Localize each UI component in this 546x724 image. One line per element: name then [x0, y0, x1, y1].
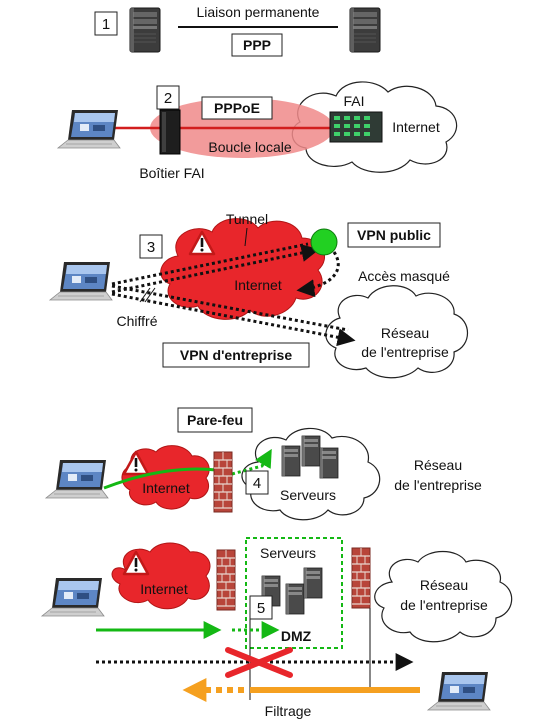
- corporate-network-label-line1: Réseau: [381, 325, 429, 341]
- server-icon: [281, 445, 301, 477]
- step-number-box: [249, 595, 273, 620]
- corporate-tunnel-upper: [111, 284, 349, 332]
- internet-cloud: [111, 542, 211, 610]
- server-tower-icon: [349, 7, 381, 53]
- dmz-zone: [245, 537, 343, 649]
- tunnel-pointer: [244, 227, 248, 247]
- firewall-title-box: [177, 407, 253, 433]
- public-vpn-box: [347, 222, 441, 248]
- corporate-vpn-box: [162, 342, 310, 368]
- corporate-tunnel-lower: [111, 292, 356, 347]
- server-icon: [301, 435, 321, 467]
- firewall-title: Pare-feu: [187, 412, 243, 428]
- encrypted-mark: [139, 287, 151, 303]
- laptop-icon: [49, 261, 113, 301]
- internet-label: Internet: [140, 581, 188, 597]
- vpn-node-icon: [310, 228, 338, 256]
- isp-box-icon: [159, 109, 181, 155]
- section-1: 1 Liaison permanente PPP: [94, 4, 381, 57]
- laptop-icon: [41, 577, 105, 617]
- step-number: 3: [147, 239, 155, 256]
- corporate-network-label-line1: Réseau: [420, 577, 468, 593]
- encrypted-mark: [144, 287, 156, 303]
- step-number-box: [156, 85, 180, 110]
- protocol-box: [201, 96, 273, 120]
- step-number: 4: [253, 475, 261, 492]
- server-tower-icon: [129, 7, 161, 53]
- dmz-servers-label: Serveurs: [260, 545, 316, 561]
- cross-mark-icon: [225, 647, 293, 678]
- protocol-label: PPPoE: [214, 100, 260, 116]
- step-number: 1: [102, 16, 110, 33]
- section-3: Internet 3 Tunnel VPN public Accès masqu…: [49, 211, 469, 379]
- isp-label: FAI: [343, 93, 364, 109]
- laptop-icon: [45, 459, 109, 499]
- laptop-icon: [427, 671, 491, 711]
- firewall-wall-icon: [351, 547, 371, 609]
- step-number: 2: [164, 90, 172, 107]
- local-loop-label: Boucle locale: [208, 139, 291, 155]
- masked-access-label: Accès masqué: [358, 268, 450, 284]
- servers-label: Serveurs: [280, 487, 336, 503]
- protocol-box: [231, 33, 283, 57]
- internet-cloud: [121, 445, 210, 510]
- access-arrow-dotted: [231, 448, 272, 476]
- server-icon: [285, 583, 305, 615]
- public-vpn-label: VPN public: [357, 227, 431, 243]
- isp-box-label: Boîtier FAI: [139, 165, 204, 181]
- encrypted-label: Chiffré: [117, 313, 158, 329]
- access-arrow: [103, 467, 217, 490]
- laptop-icon: [57, 109, 121, 149]
- step-number-box: [139, 234, 163, 259]
- firewall-wall-icon: [213, 451, 233, 513]
- step-number-box: [245, 470, 269, 495]
- servers-cloud: [241, 427, 381, 521]
- corporate-network-cloud: [325, 285, 469, 379]
- step-number-box: [94, 11, 118, 36]
- tunnel-label: Tunnel: [226, 211, 268, 227]
- corporate-network-cloud: [374, 550, 513, 643]
- corporate-network-label-line1: Réseau: [414, 457, 462, 473]
- filter-label: Filtrage: [265, 703, 312, 719]
- internet-label: Internet: [142, 480, 190, 496]
- tunnel-line-lower: [111, 244, 320, 294]
- section-4: Pare-feu Serveurs Internet 4 Réseau de l…: [45, 407, 482, 521]
- internet-label: Internet: [392, 119, 440, 135]
- rack-server-icon: [329, 111, 383, 143]
- internet-label: Internet: [234, 277, 282, 293]
- permanent-link-label: Liaison permanente: [197, 4, 320, 20]
- masked-access-arrow: [296, 251, 340, 298]
- section-5: Réseau de l'entreprise Internet Serveurs…: [41, 537, 513, 719]
- step-number: 5: [257, 600, 265, 617]
- corporate-network-label-line2: de l'entreprise: [361, 344, 449, 360]
- server-icon: [319, 447, 339, 479]
- protocol-label: PPP: [243, 37, 271, 53]
- server-icon: [303, 567, 323, 599]
- section-2: 2 PPPoE Boucle locale Boîtier FAI FAI In…: [57, 81, 458, 181]
- corporate-network-label-line2: de l'entreprise: [394, 477, 482, 493]
- firewall-wall-icon: [216, 549, 236, 611]
- corporate-network-label-line2: de l'entreprise: [400, 597, 488, 613]
- corporate-vpn-label: VPN d'entreprise: [180, 347, 292, 363]
- dmz-label: DMZ: [281, 628, 312, 644]
